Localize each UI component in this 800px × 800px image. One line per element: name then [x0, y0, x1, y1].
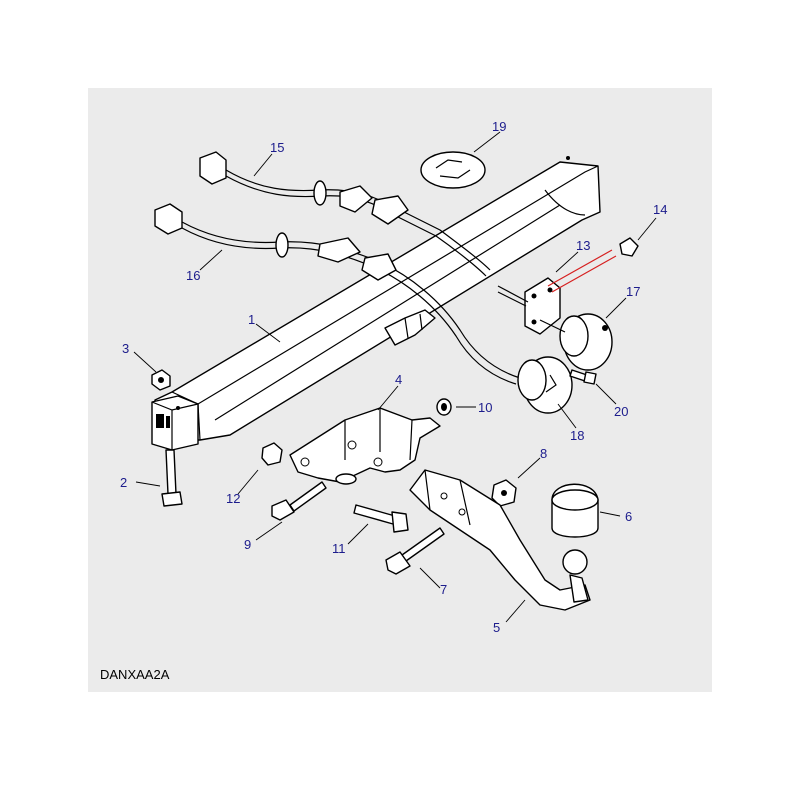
tow-ball-arm	[409, 469, 591, 611]
washer-10	[436, 398, 452, 416]
tow-ball-cover	[551, 483, 599, 538]
screw-20	[569, 369, 597, 385]
callout-13: 13	[576, 238, 590, 253]
bolt-7	[385, 527, 445, 575]
electrical-socket-upper	[539, 313, 613, 371]
callout-3: 3	[122, 341, 129, 356]
wiring-harness-upper	[199, 151, 491, 277]
grommet-plate	[420, 151, 486, 189]
wiring-harness-lower	[154, 203, 521, 385]
callout-7: 7	[440, 582, 447, 597]
callout-1: 1	[248, 312, 255, 327]
callout-6: 6	[625, 509, 632, 524]
bolt-9	[271, 481, 327, 521]
callout-11: 11	[332, 541, 346, 556]
nut-3	[151, 369, 171, 391]
callout-8: 8	[540, 446, 547, 461]
callout-9: 9	[244, 537, 251, 552]
diagram-reference-code: DANXAA2A	[100, 667, 170, 682]
callout-2: 2	[120, 475, 127, 490]
bolt-14	[619, 237, 639, 257]
callout-17: 17	[626, 284, 640, 299]
long-bolt-2	[161, 449, 183, 507]
callout-16: 16	[186, 268, 200, 283]
socket-mounting-plate	[497, 277, 561, 335]
callout-5: 5	[493, 620, 500, 635]
callout-labels: 1 2 3 4 5 6 7 8 9 10 11 12 13 14 15 16 1…	[120, 119, 667, 635]
nut-12	[261, 442, 283, 466]
cross-member-beam	[151, 156, 601, 451]
callout-14: 14	[653, 202, 667, 217]
bolt-11	[353, 504, 409, 533]
nut-8	[491, 479, 517, 507]
callout-18: 18	[570, 428, 584, 443]
callout-10: 10	[478, 400, 492, 415]
mounting-bracket	[289, 407, 441, 485]
electrical-socket-lower	[517, 356, 573, 414]
leader-lines	[133, 131, 657, 623]
callout-15: 15	[270, 140, 284, 155]
callout-4: 4	[395, 372, 402, 387]
callout-20: 20	[614, 404, 628, 419]
callout-19: 19	[492, 119, 506, 134]
callout-12: 12	[226, 491, 240, 506]
